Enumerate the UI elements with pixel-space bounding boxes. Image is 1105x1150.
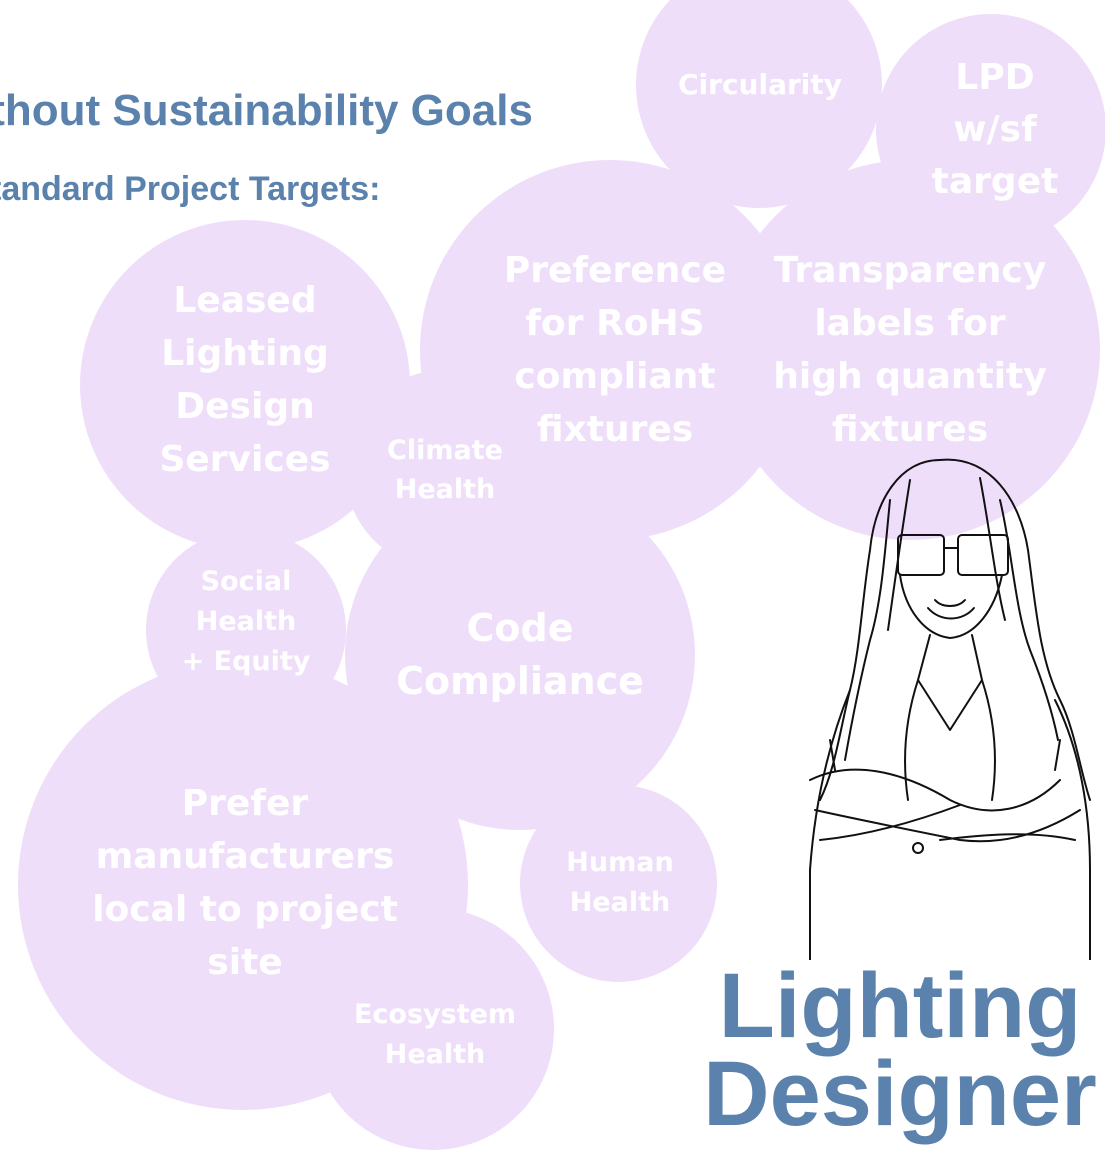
bubble-social-label: Social Health + Equity (181, 566, 311, 677)
bubble-transparency-label: Transparency labels for high quantity fi… (773, 250, 1047, 450)
bubble-transparency (720, 160, 1100, 540)
bubble-code-label: Code Compliance (396, 606, 644, 703)
bubble-human (520, 785, 717, 982)
role-title-line1: Lighting (718, 955, 1082, 1057)
bubble-lpd-label: LPD w/sf target (931, 57, 1059, 202)
bubble-human-label: Human Health (566, 847, 674, 918)
bubble-prefer-label: Prefer manufacturers local to project si… (92, 782, 398, 983)
role-title: Lighting Designer (700, 955, 1100, 1145)
bubble-circularity-label: Circularity (677, 67, 843, 101)
bubble-leased-label: Leased Lighting Design Services (159, 280, 331, 480)
page-title: ithout Sustainability Goals (0, 86, 533, 135)
bubble-rohs-label: Preference for RoHS compliant fixtures (503, 250, 727, 450)
bubble-ecosystem-label: Ecosystem Health (353, 999, 517, 1070)
lighting-designer-sketch (809, 458, 1091, 960)
page-subtitle: tandard Project Targets: (0, 170, 381, 208)
bubble-ecosystem (312, 908, 554, 1150)
role-title-line2: Designer (703, 1043, 1097, 1145)
bubble-climate-label: Climate Health (387, 435, 503, 505)
